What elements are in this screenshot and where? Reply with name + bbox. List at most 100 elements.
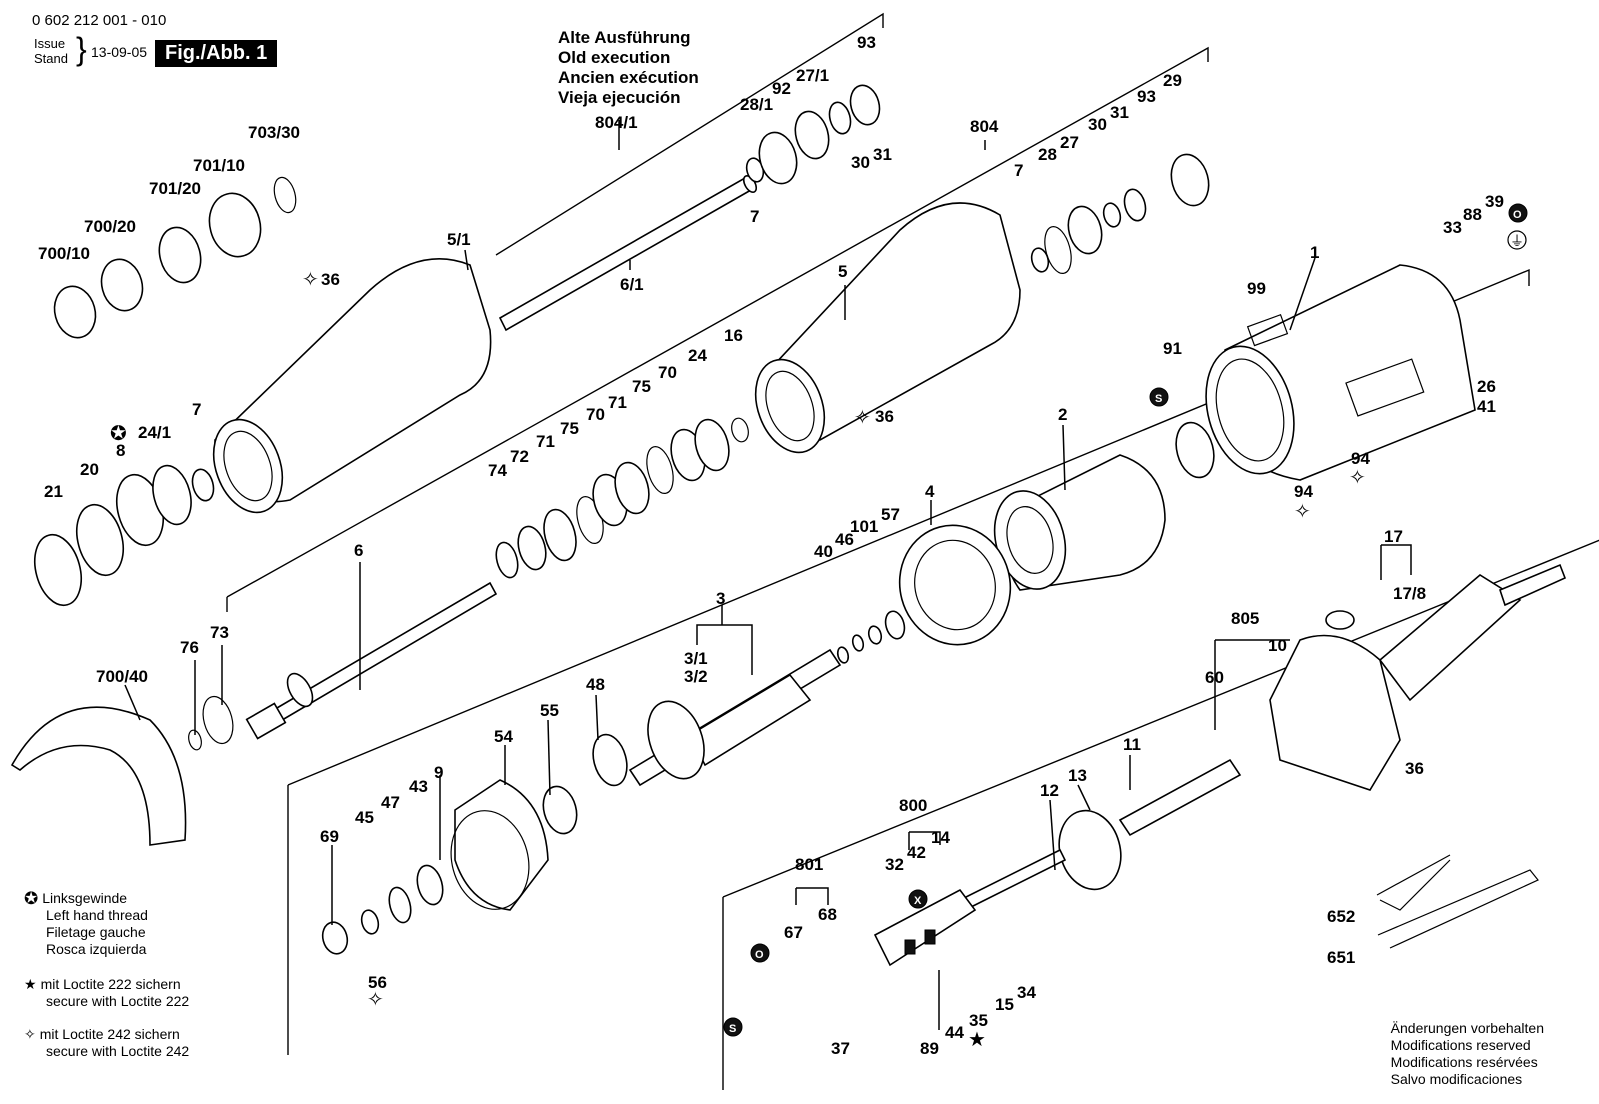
callout-76: 76 [180,638,199,657]
callout-700-10: 700/10 [38,244,90,263]
callout-75-b: 75 [632,377,651,396]
modifications-note: Änderungen vorbehalten Modifications res… [1391,1020,1544,1088]
callout-60: 60 [1205,668,1224,687]
figure-label: Fig./Abb. 1 [155,40,278,67]
callout-35: 35 [969,1011,988,1030]
callout-17-8: 17/8 [1393,584,1426,603]
callout-703-30: 703/30 [248,123,300,142]
callout-3-1: 3/1 [684,649,708,668]
callout-700-20: 700/20 [84,217,136,236]
callout-6-1: 6/1 [620,275,644,294]
loctite-242-de: mit Loctite 242 sichern [39,1026,180,1042]
gear-housing-5 [754,202,1021,454]
stator-2 [993,454,1166,591]
old-execution-fr: Ancien exécution [558,68,699,87]
callout-labels: 1 2 3 3/1 3/2 4 5 5/1 6 6/1 7 7 7 8 9 10… [38,33,1504,1058]
modifications-en: Modifications reserved [1390,1037,1531,1053]
callout-651: 651 [1327,948,1355,967]
callout-93-a: 93 [857,33,876,52]
callout-7-b: 7 [750,207,759,226]
callout-36-a: 36 [321,270,340,289]
left-hand-thread-icon: ✪ [24,889,39,908]
loctite-242-en: secure with Loctite 242 [46,1043,190,1059]
callout-701-20: 701/20 [149,179,201,198]
part-number: 0 602 212 001 - 010 [32,12,167,29]
callout-94-a: 94 [1351,449,1370,468]
callout-805: 805 [1231,609,1259,628]
callout-5-1: 5/1 [447,230,471,249]
callout-6: 6 [354,541,363,560]
callout-45: 45 [355,808,374,827]
callout-70-b: 70 [658,363,677,382]
callout-32: 32 [885,855,904,874]
callout-91: 91 [1163,339,1182,358]
leader-lines [124,120,1412,1030]
callout-75-a: 75 [560,419,579,438]
loctite-222-de: mit Loctite 222 sichern [40,976,181,992]
callout-7-c: 7 [1014,161,1023,180]
modifications-es: Salvo modificaciones [1390,1071,1523,1087]
callout-14: 14 [931,828,950,847]
callout-68: 68 [818,905,837,924]
callout-16: 16 [724,326,743,345]
x-marker-label: X [914,895,922,907]
callout-40: 40 [814,542,833,561]
callout-37: 37 [831,1039,850,1058]
legend-loctite-222: ★ mit Loctite 222 sichern secure with Lo… [24,976,189,1010]
callout-101: 101 [850,517,878,536]
callout-804: 804 [970,117,999,136]
callout-34: 34 [1017,983,1036,1002]
left-hand-thread-fr: Filetage gauche [46,924,146,940]
callout-54: 54 [494,727,513,746]
callout-89: 89 [920,1039,939,1058]
callout-43: 43 [409,777,428,796]
brace-symbol: } [76,31,87,67]
star-outline-icon: ✧ [24,1026,36,1042]
loctite-242-marker: ✧ [1349,465,1366,489]
callout-31-a: 31 [1110,103,1129,122]
switch-14 [873,888,977,967]
symbol-markers: ✧ ✧ ✧ ✧ ✧ ★ ✪ S S O O X ⏚ [110,203,1528,1051]
callout-30-b: 30 [851,153,870,172]
callout-33: 33 [1443,218,1462,237]
callout-26: 26 [1477,377,1496,396]
legend-loctite-242: ✧ mit Loctite 242 sichern secure with Lo… [24,1026,189,1060]
guard-700-40 [10,706,187,846]
callout-10: 10 [1268,636,1287,655]
callout-1: 1 [1310,243,1319,262]
callout-27: 27 [1060,133,1079,152]
left-hand-thread-de: Linksgewinde [42,890,128,906]
callout-56: 56 [368,973,387,992]
stand-label: Stand [34,51,68,66]
small-parts [33,84,1355,955]
earth-symbol: ⏚ [1510,234,1524,250]
old-execution-note: Alte Ausführung Old execution Ancien exé… [558,28,699,108]
callout-24-1: 24/1 [138,423,171,442]
callout-73: 73 [210,623,229,642]
rear-housing-10 [1269,563,1567,791]
callout-36-b: 36 [875,407,894,426]
callout-30-a: 30 [1088,115,1107,134]
loctite-222-en: secure with Loctite 222 [46,993,190,1009]
callout-93-b: 93 [1137,87,1156,106]
callout-804-1: 804/1 [595,113,638,132]
callout-69: 69 [320,827,339,846]
callout-71-a: 71 [536,432,555,451]
o-marker-icon [750,943,770,963]
callout-70-a: 70 [586,405,605,424]
callout-652: 652 [1327,907,1355,926]
s-marker-icon [723,1017,743,1037]
o-marker-label: O [755,949,764,961]
callout-48: 48 [586,675,605,694]
callout-800: 800 [899,796,927,815]
bearing-flange-54 [450,779,549,911]
issue-label: Issue [34,36,66,51]
issue-stand-label: Issue Stand [34,36,68,66]
old-execution-en: Old execution [558,48,671,67]
callout-11: 11 [1123,735,1141,754]
modifications-de: Änderungen vorbehalten [1390,1020,1544,1036]
callout-21: 21 [44,482,63,501]
callout-55: 55 [540,701,559,720]
left-hand-thread-en: Left hand thread [46,907,148,923]
